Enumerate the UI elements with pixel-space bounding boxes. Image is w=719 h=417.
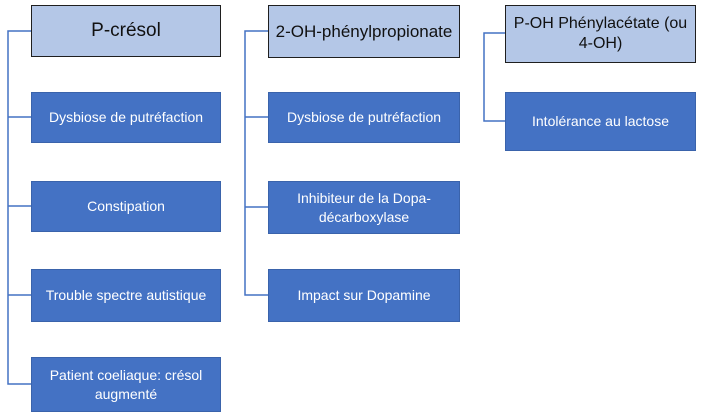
- root-node-2-oh-phenylpropionate: 2-OH-phénylpropionate: [268, 5, 460, 58]
- child-node-intolerance-lactose: Intolérance au lactose: [505, 92, 696, 151]
- child-node-trouble-spectre-autistique: Trouble spectre autistique: [31, 269, 221, 322]
- child-node-patient-coeliaque: Patient coeliaque: crésol augmenté: [31, 357, 221, 412]
- root-node-label: P-OH Phénylacétate (ou 4-OH): [513, 15, 688, 52]
- child-node-label: Patient coeliaque: crésol augmenté: [49, 366, 203, 402]
- child-node-label: Impact sur Dopamine: [297, 287, 431, 304]
- root-node-label: 2-OH-phénylpropionate: [275, 21, 453, 41]
- child-node-inhibiteur-dopa-decarboxylase: Inhibiteur de la Dopa-décarboxylase: [268, 181, 460, 234]
- child-node-label: Constipation: [87, 198, 165, 215]
- connector-line-col3: [483, 32, 505, 122]
- child-node-label: Intolérance au lactose: [532, 113, 669, 130]
- child-node-dysbiose-putrefaction: Dysbiose de putréfaction: [31, 92, 221, 143]
- root-node-p-oh-phenylacetate: P-OH Phénylacétate (ou 4-OH): [505, 5, 696, 63]
- child-node-label: Inhibiteur de la Dopa-décarboxylase: [297, 189, 431, 225]
- child-node-label: Trouble spectre autistique: [45, 287, 207, 304]
- child-node-dysbiose-putrefaction: Dysbiose de putréfaction: [268, 92, 460, 143]
- root-node-label: P-crésol: [91, 20, 161, 42]
- child-node-label: Dysbiose de putréfaction: [48, 109, 204, 126]
- child-node-impact-dopamine: Impact sur Dopamine: [268, 269, 460, 322]
- connector-line-col1-trunk: [7, 30, 31, 385]
- child-node-label: Dysbiose de putréfaction: [286, 109, 442, 126]
- child-node-constipation: Constipation: [31, 181, 221, 232]
- connector-line-col2-trunk: [244, 30, 268, 296]
- root-node-p-cresol: P-crésol: [31, 5, 221, 57]
